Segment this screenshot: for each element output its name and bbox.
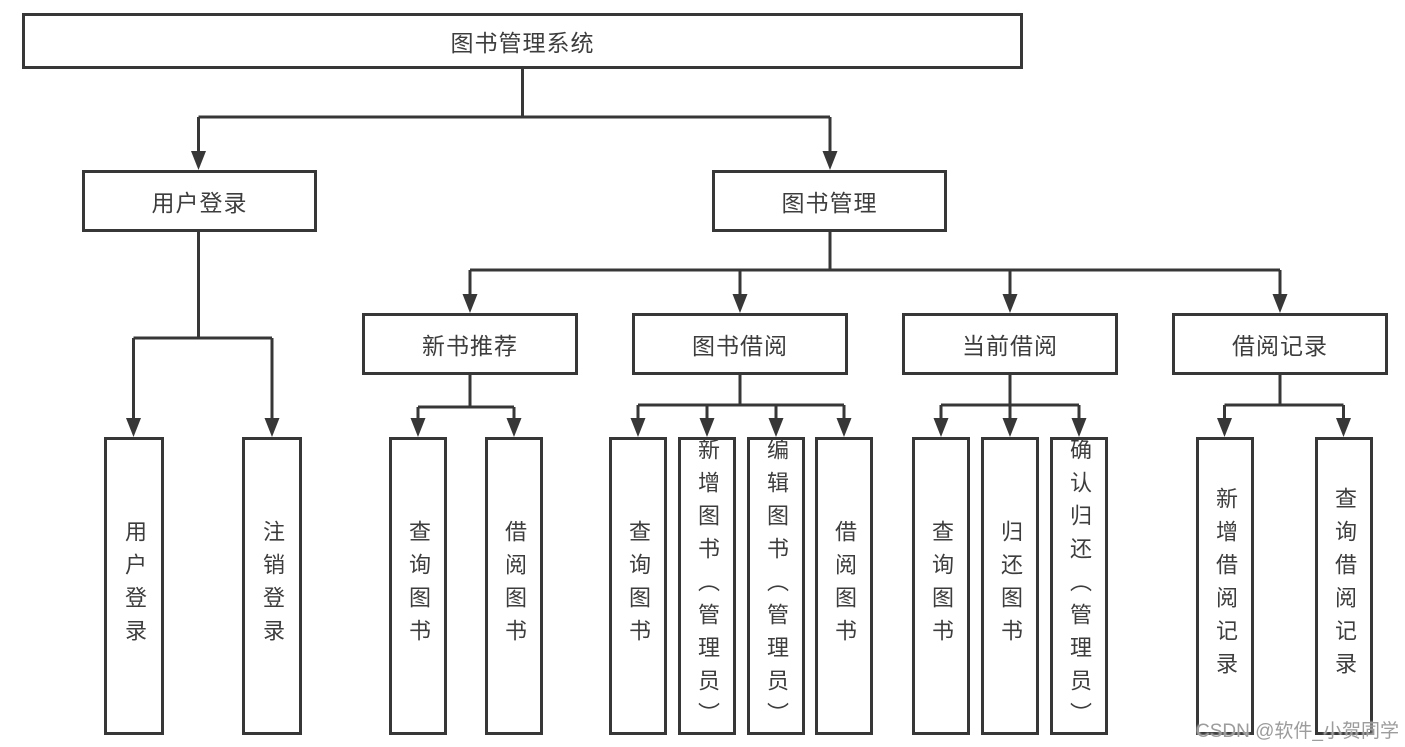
node-user-login: 用户登录 xyxy=(82,170,317,232)
leaf-user-login: 用户登录 xyxy=(104,437,164,735)
node-root: 图书管理系统 xyxy=(22,13,1023,69)
leaf-newrec-borrow-books: 借阅图书 xyxy=(485,437,543,735)
leaf-borrow-edit-books-admin: 编辑图书（管理员） xyxy=(747,437,805,735)
node-label: 查询借阅记录 xyxy=(1332,487,1357,685)
node-label: 图书管理系统 xyxy=(450,30,595,56)
node-borrowing-records: 借阅记录 xyxy=(1172,313,1388,375)
node-label: 图书借阅 xyxy=(692,333,788,359)
leaf-current-confirm-return-admin: 确认归还（管理员） xyxy=(1050,437,1108,735)
leaf-records-query-record: 查询借阅记录 xyxy=(1315,437,1373,735)
node-book-management: 图书管理 xyxy=(712,170,947,232)
leaf-current-return-books: 归还图书 xyxy=(981,437,1039,735)
node-label: 编辑图书（管理员） xyxy=(764,437,789,735)
leaf-logout: 注销登录 xyxy=(242,437,302,735)
node-label: 归还图书 xyxy=(998,520,1023,652)
node-label: 用户登录 xyxy=(151,190,248,216)
node-label: 注销登录 xyxy=(260,520,285,652)
node-label: 新书推荐 xyxy=(422,333,518,359)
leaf-records-add-record: 新增借阅记录 xyxy=(1196,437,1254,735)
node-label: 当前借阅 xyxy=(962,333,1058,359)
node-label: 查询图书 xyxy=(406,520,431,652)
node-label: 借阅图书 xyxy=(502,520,527,652)
node-label: 查询图书 xyxy=(929,520,954,652)
node-label: 借阅记录 xyxy=(1232,333,1328,359)
node-label: 新增图书（管理员） xyxy=(695,437,720,735)
node-label: 新增借阅记录 xyxy=(1213,487,1238,685)
leaf-newrec-query-books: 查询图书 xyxy=(389,437,447,735)
leaf-borrow-borrow-books: 借阅图书 xyxy=(815,437,873,735)
node-book-borrowing: 图书借阅 xyxy=(632,313,848,375)
leaf-borrow-query-books: 查询图书 xyxy=(609,437,667,735)
node-new-book-recommendation: 新书推荐 xyxy=(362,313,578,375)
leaf-current-query-books: 查询图书 xyxy=(912,437,970,735)
node-label: 用户登录 xyxy=(122,520,147,652)
leaf-borrow-add-books-admin: 新增图书（管理员） xyxy=(678,437,736,735)
watermark: CSDN @软件_小贺同学 xyxy=(1196,721,1399,742)
node-label: 确认归还（管理员） xyxy=(1067,437,1092,735)
node-current-borrowing: 当前借阅 xyxy=(902,313,1118,375)
node-label: 借阅图书 xyxy=(832,520,857,652)
node-label: 查询图书 xyxy=(626,520,651,652)
node-label: 图书管理 xyxy=(781,190,878,216)
